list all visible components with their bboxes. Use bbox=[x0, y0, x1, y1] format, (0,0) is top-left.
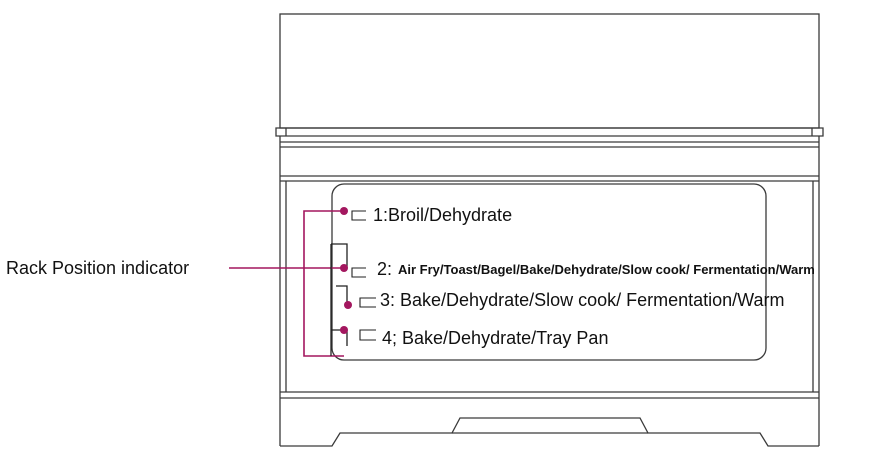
rack-number-3: 3: bbox=[380, 290, 395, 310]
rack-slot-ticks bbox=[351, 210, 376, 341]
rack-text-3: Bake/Dehydrate/Slow cook/ Fermentation/W… bbox=[400, 290, 785, 310]
rack-label-1: 1:Broil/Dehydrate bbox=[373, 205, 512, 225]
rack-number-4: 4; bbox=[382, 328, 397, 348]
oven-window bbox=[331, 183, 767, 361]
oven-lid-lip bbox=[275, 127, 824, 137]
rack-label-2: 2: Air Fry/Toast/Bagel/Bake/Dehydrate/Slo… bbox=[377, 259, 815, 279]
rack-label-4: 4;Bake/Dehydrate/Tray Pan bbox=[382, 328, 608, 348]
oven-base bbox=[280, 417, 819, 447]
rack-text-1: Broil/Dehydrate bbox=[388, 205, 512, 225]
rack-dot-1 bbox=[340, 207, 348, 215]
oven-top-panel bbox=[279, 13, 820, 129]
rack-label-3: 3:Bake/Dehydrate/Slow cook/ Fermentation… bbox=[380, 290, 785, 310]
rack-number-2: 2: bbox=[377, 259, 392, 279]
rack-position-dots bbox=[340, 207, 352, 334]
rack-position-indicator-label: Rack Position indicator bbox=[6, 258, 189, 278]
rack-text-4: Bake/Dehydrate/Tray Pan bbox=[402, 328, 608, 348]
rack-text-2: Air Fry/Toast/Bagel/Bake/Dehydrate/Slow … bbox=[398, 262, 815, 277]
rack-dot-2 bbox=[340, 264, 348, 272]
rack-dot-3 bbox=[344, 301, 352, 309]
rack-dot-4 bbox=[340, 326, 348, 334]
rack-slot-connectors bbox=[330, 243, 348, 356]
rack-number-1: 1: bbox=[373, 205, 388, 225]
rack-bracket bbox=[303, 210, 344, 357]
oven-body bbox=[275, 13, 824, 447]
